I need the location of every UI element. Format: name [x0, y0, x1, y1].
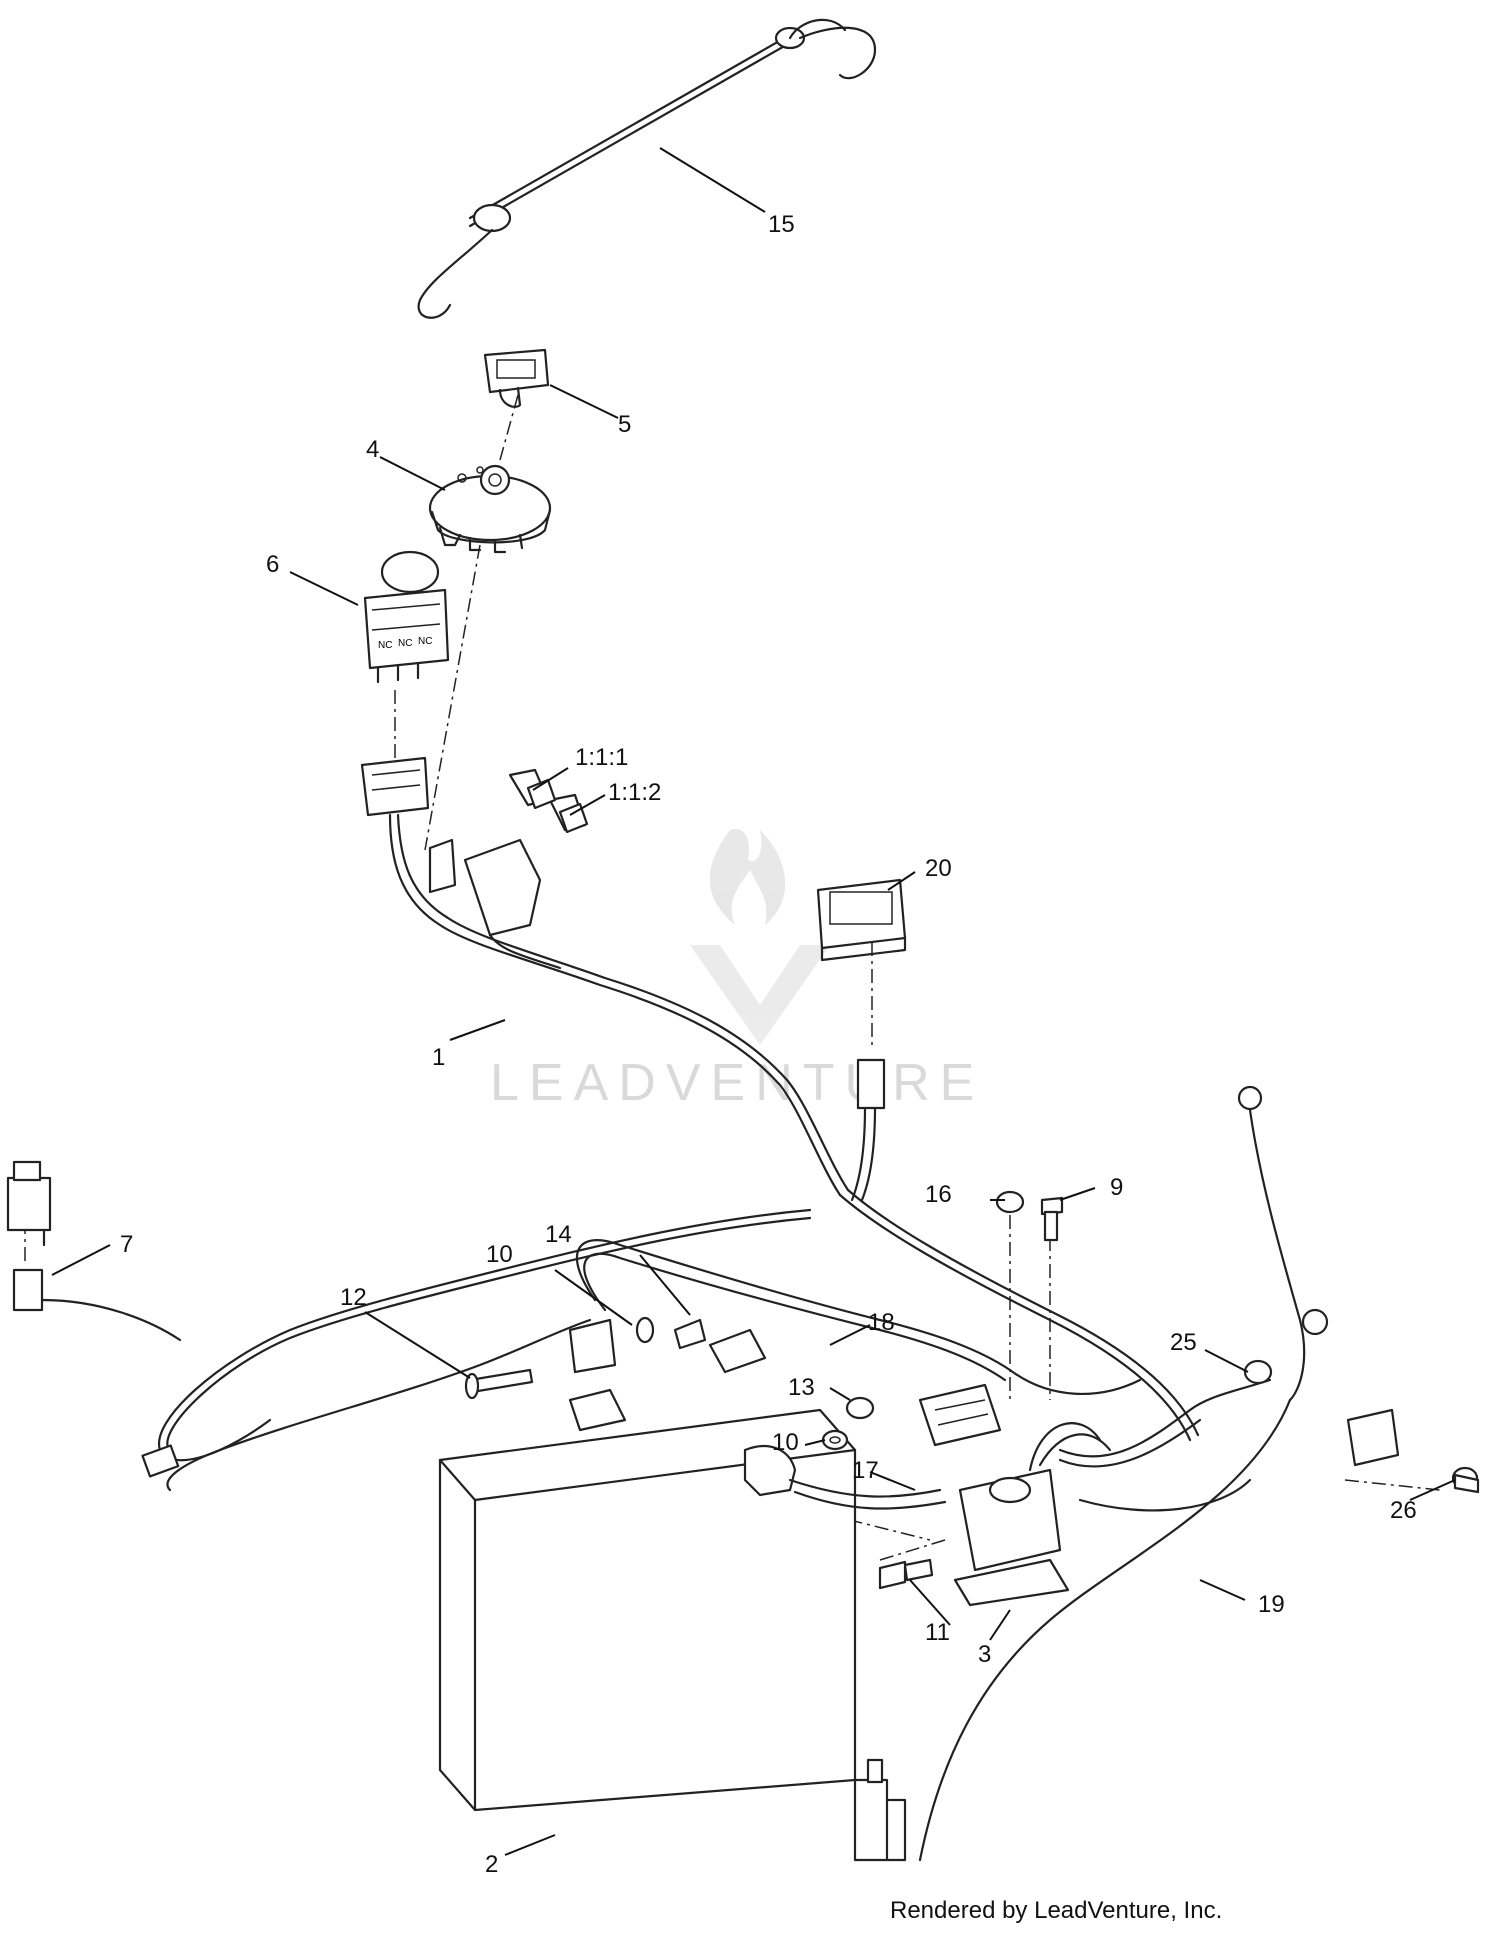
ground-cable — [918, 1085, 1329, 1862]
leadventure-logo-icon — [690, 829, 830, 1045]
callout-4: 4 — [366, 436, 379, 463]
solenoid-bolt — [878, 1558, 934, 1590]
hour-meter — [816, 878, 907, 962]
footer-credit: Rendered by LeadVenture, Inc. — [890, 1897, 1222, 1924]
callout-25: 25 — [1170, 1329, 1197, 1356]
callout-18: 18 — [868, 1309, 895, 1336]
callout-1-1-2: 1:1:2 — [608, 779, 661, 806]
leader-lines — [51, 147, 1456, 1856]
callout-15: 15 — [768, 211, 795, 238]
callout-20: 20 — [925, 855, 952, 882]
ignition-key — [483, 348, 550, 408]
solenoid-cable-19 — [1058, 1378, 1272, 1512]
watermark-text: LEADVENTURE — [490, 1054, 984, 1112]
starter-solenoid — [953, 1422, 1112, 1607]
callout-6: 6 — [266, 551, 279, 578]
switch-label-nc-3: NC — [418, 636, 432, 647]
callout-17: 17 — [852, 1457, 879, 1484]
callout-19: 19 — [1258, 1591, 1285, 1618]
callout-12: 12 — [340, 1284, 367, 1311]
callouts: 15 5 4 6 1:1:1 1:1:2 20 1 7 14 10 12 18 … — [120, 211, 1417, 1878]
watermark: LEADVENTURE — [490, 829, 984, 1112]
fuses — [526, 778, 589, 834]
battery-terminal-hardware — [464, 1316, 707, 1400]
callout-13: 13 — [788, 1374, 815, 1401]
callout-5: 5 — [618, 411, 631, 438]
right-fasteners — [1243, 1359, 1480, 1494]
callout-7: 7 — [120, 1231, 133, 1258]
callout-10-b: 10 — [772, 1429, 799, 1456]
callout-1-1-1: 1:1:1 — [575, 744, 628, 771]
bungee-strap — [417, 18, 877, 319]
callout-9: 9 — [1110, 1174, 1123, 1201]
switch-label-nc-1: NC — [378, 640, 392, 651]
callout-2: 2 — [485, 1851, 498, 1878]
interlock-switch — [6, 1160, 182, 1342]
pto-switch: NC NC NC — [363, 550, 450, 684]
callout-1: 1 — [432, 1044, 445, 1071]
harness-left-branch — [141, 1208, 812, 1492]
callout-3: 3 — [978, 1641, 991, 1668]
battery — [438, 1388, 947, 1812]
harness-plug — [918, 1383, 1002, 1447]
callout-16: 16 — [925, 1181, 952, 1208]
battery-cable-positive — [575, 1239, 1142, 1396]
ignition-switch — [428, 464, 552, 554]
callout-14: 14 — [545, 1221, 572, 1248]
solenoid-fasteners — [995, 1190, 1064, 1242]
terminal-nut-washer — [821, 1396, 875, 1451]
wire-harness — [360, 756, 1200, 1442]
switch-label-nc-2: NC — [398, 638, 412, 649]
callout-10-a: 10 — [486, 1241, 513, 1268]
seat-switch — [853, 1758, 907, 1862]
callout-11: 11 — [925, 1619, 950, 1646]
callout-26: 26 — [1390, 1497, 1417, 1524]
